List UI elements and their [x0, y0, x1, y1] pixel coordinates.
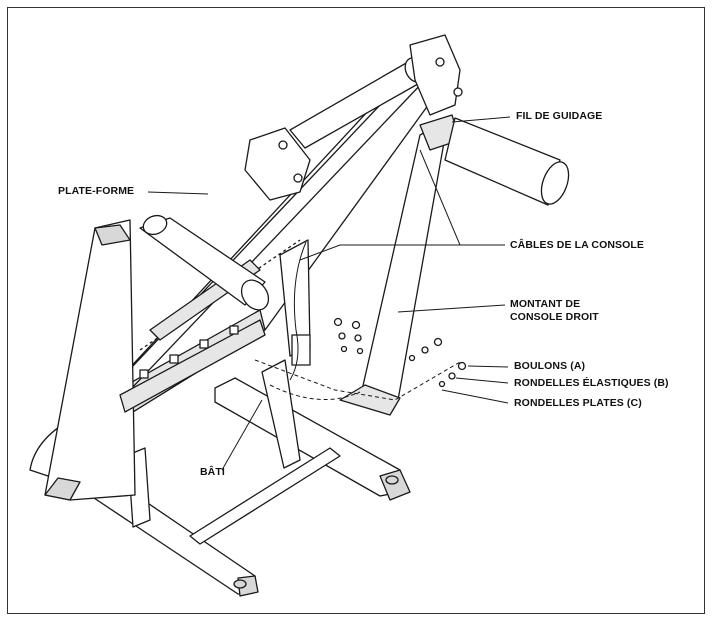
label-right-upright: MONTANT DE CONSOLE DROIT — [510, 298, 599, 324]
base-frame — [87, 359, 411, 597]
front-roller — [139, 214, 270, 311]
handlebar — [444, 117, 570, 206]
label-platform: PLATE-FORME — [58, 185, 135, 197]
label-flat-washers: RONDELLES PLATES (C) — [514, 397, 642, 409]
console-cable — [289, 241, 307, 381]
label-frame: BÂTI — [200, 466, 225, 478]
label-right-upright-line2: CONSOLE DROIT — [510, 311, 599, 323]
side-rail — [119, 319, 266, 413]
label-right-upright-line1: MONTANT DE — [510, 298, 581, 310]
label-guide-wire: FIL DE GUIDAGE — [516, 110, 603, 122]
label-bolts: BOULONS (A) — [514, 360, 586, 372]
incline-post — [279, 239, 311, 366]
hardware — [333, 317, 467, 388]
label-spring-washers: RONDELLES ÉLASTIQUES (B) — [514, 377, 669, 389]
label-console-cables: CÂBLES DE LA CONSOLE — [510, 239, 645, 251]
upper-roller — [289, 34, 463, 149]
right-console-upright — [339, 114, 461, 416]
motor-hood — [244, 127, 311, 201]
left-upright — [44, 219, 136, 501]
